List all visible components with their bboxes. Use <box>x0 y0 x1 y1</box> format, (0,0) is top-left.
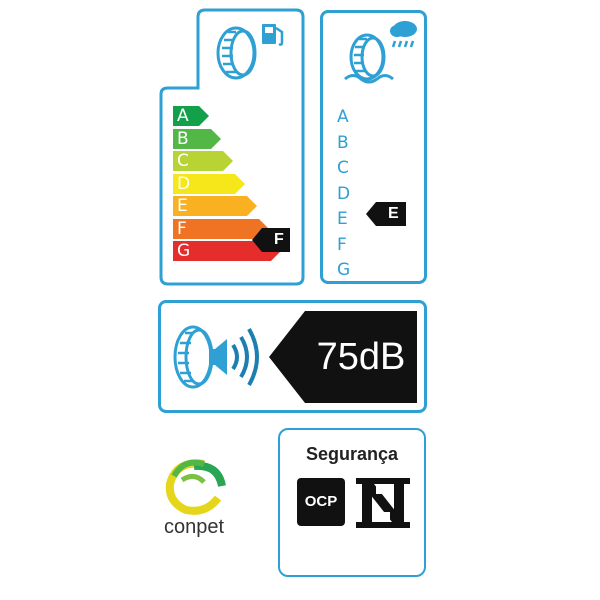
fuel-grade-label: B <box>177 128 189 149</box>
tire-sound-waves-icon <box>173 325 259 389</box>
inmetro-n-icon <box>356 478 410 528</box>
noise-value: 75dB <box>316 336 406 378</box>
fuel-grade-arrow-a: A <box>173 106 209 126</box>
tire-rain-cloud-icon <box>344 21 417 84</box>
wet-grip-rating-value: E <box>388 205 399 222</box>
wet-grip-grade-f: F <box>337 234 347 255</box>
conpet-leaf-icon <box>165 459 226 515</box>
fuel-grade-label: F <box>177 218 187 239</box>
fuel-grade-label: C <box>177 151 189 171</box>
seguranca-title: Segurança <box>305 444 399 464</box>
wet-grip-grade-e: E <box>337 209 348 229</box>
wet-grip-grade-a: A <box>337 107 349 127</box>
fuel-rating-indicator: F <box>252 228 290 252</box>
wet-grip-grade-d: D <box>337 183 351 204</box>
conpet-name: conpet <box>163 516 225 538</box>
rating-pointer-icon <box>366 202 406 226</box>
noise-panel: 75dB <box>158 300 427 413</box>
wet-grip-grade-c: C <box>337 158 349 178</box>
noise-value-pointer <box>269 311 417 403</box>
fuel-grade-arrow-e: E <box>173 196 257 216</box>
ocp-badge: OCP <box>297 478 345 526</box>
fuel-grade-label: D <box>177 173 191 194</box>
fuel-rating-value: F <box>274 231 284 248</box>
wet-grip-grade-b: B <box>337 132 349 153</box>
fuel-grade-arrow-d: D <box>173 173 245 194</box>
wet-grip-grade-g: G <box>337 260 351 280</box>
fuel-grade-label: G <box>177 241 191 261</box>
fuel-grade-arrow-b: B <box>173 128 221 149</box>
wet-grip-rating-indicator: E <box>366 202 406 226</box>
fuel-grade-arrow-f: F <box>173 218 269 239</box>
fuel-grade-arrow-c: C <box>173 151 233 171</box>
seguranca-box: Segurança OCP <box>278 428 426 577</box>
rating-pointer-icon <box>252 228 290 252</box>
tire-fuel-pump-icon <box>216 24 284 80</box>
fuel-grade-label: E <box>177 196 188 216</box>
fuel-grade-arrow-g: G <box>173 241 281 261</box>
fuel-grade-label: A <box>177 106 189 126</box>
